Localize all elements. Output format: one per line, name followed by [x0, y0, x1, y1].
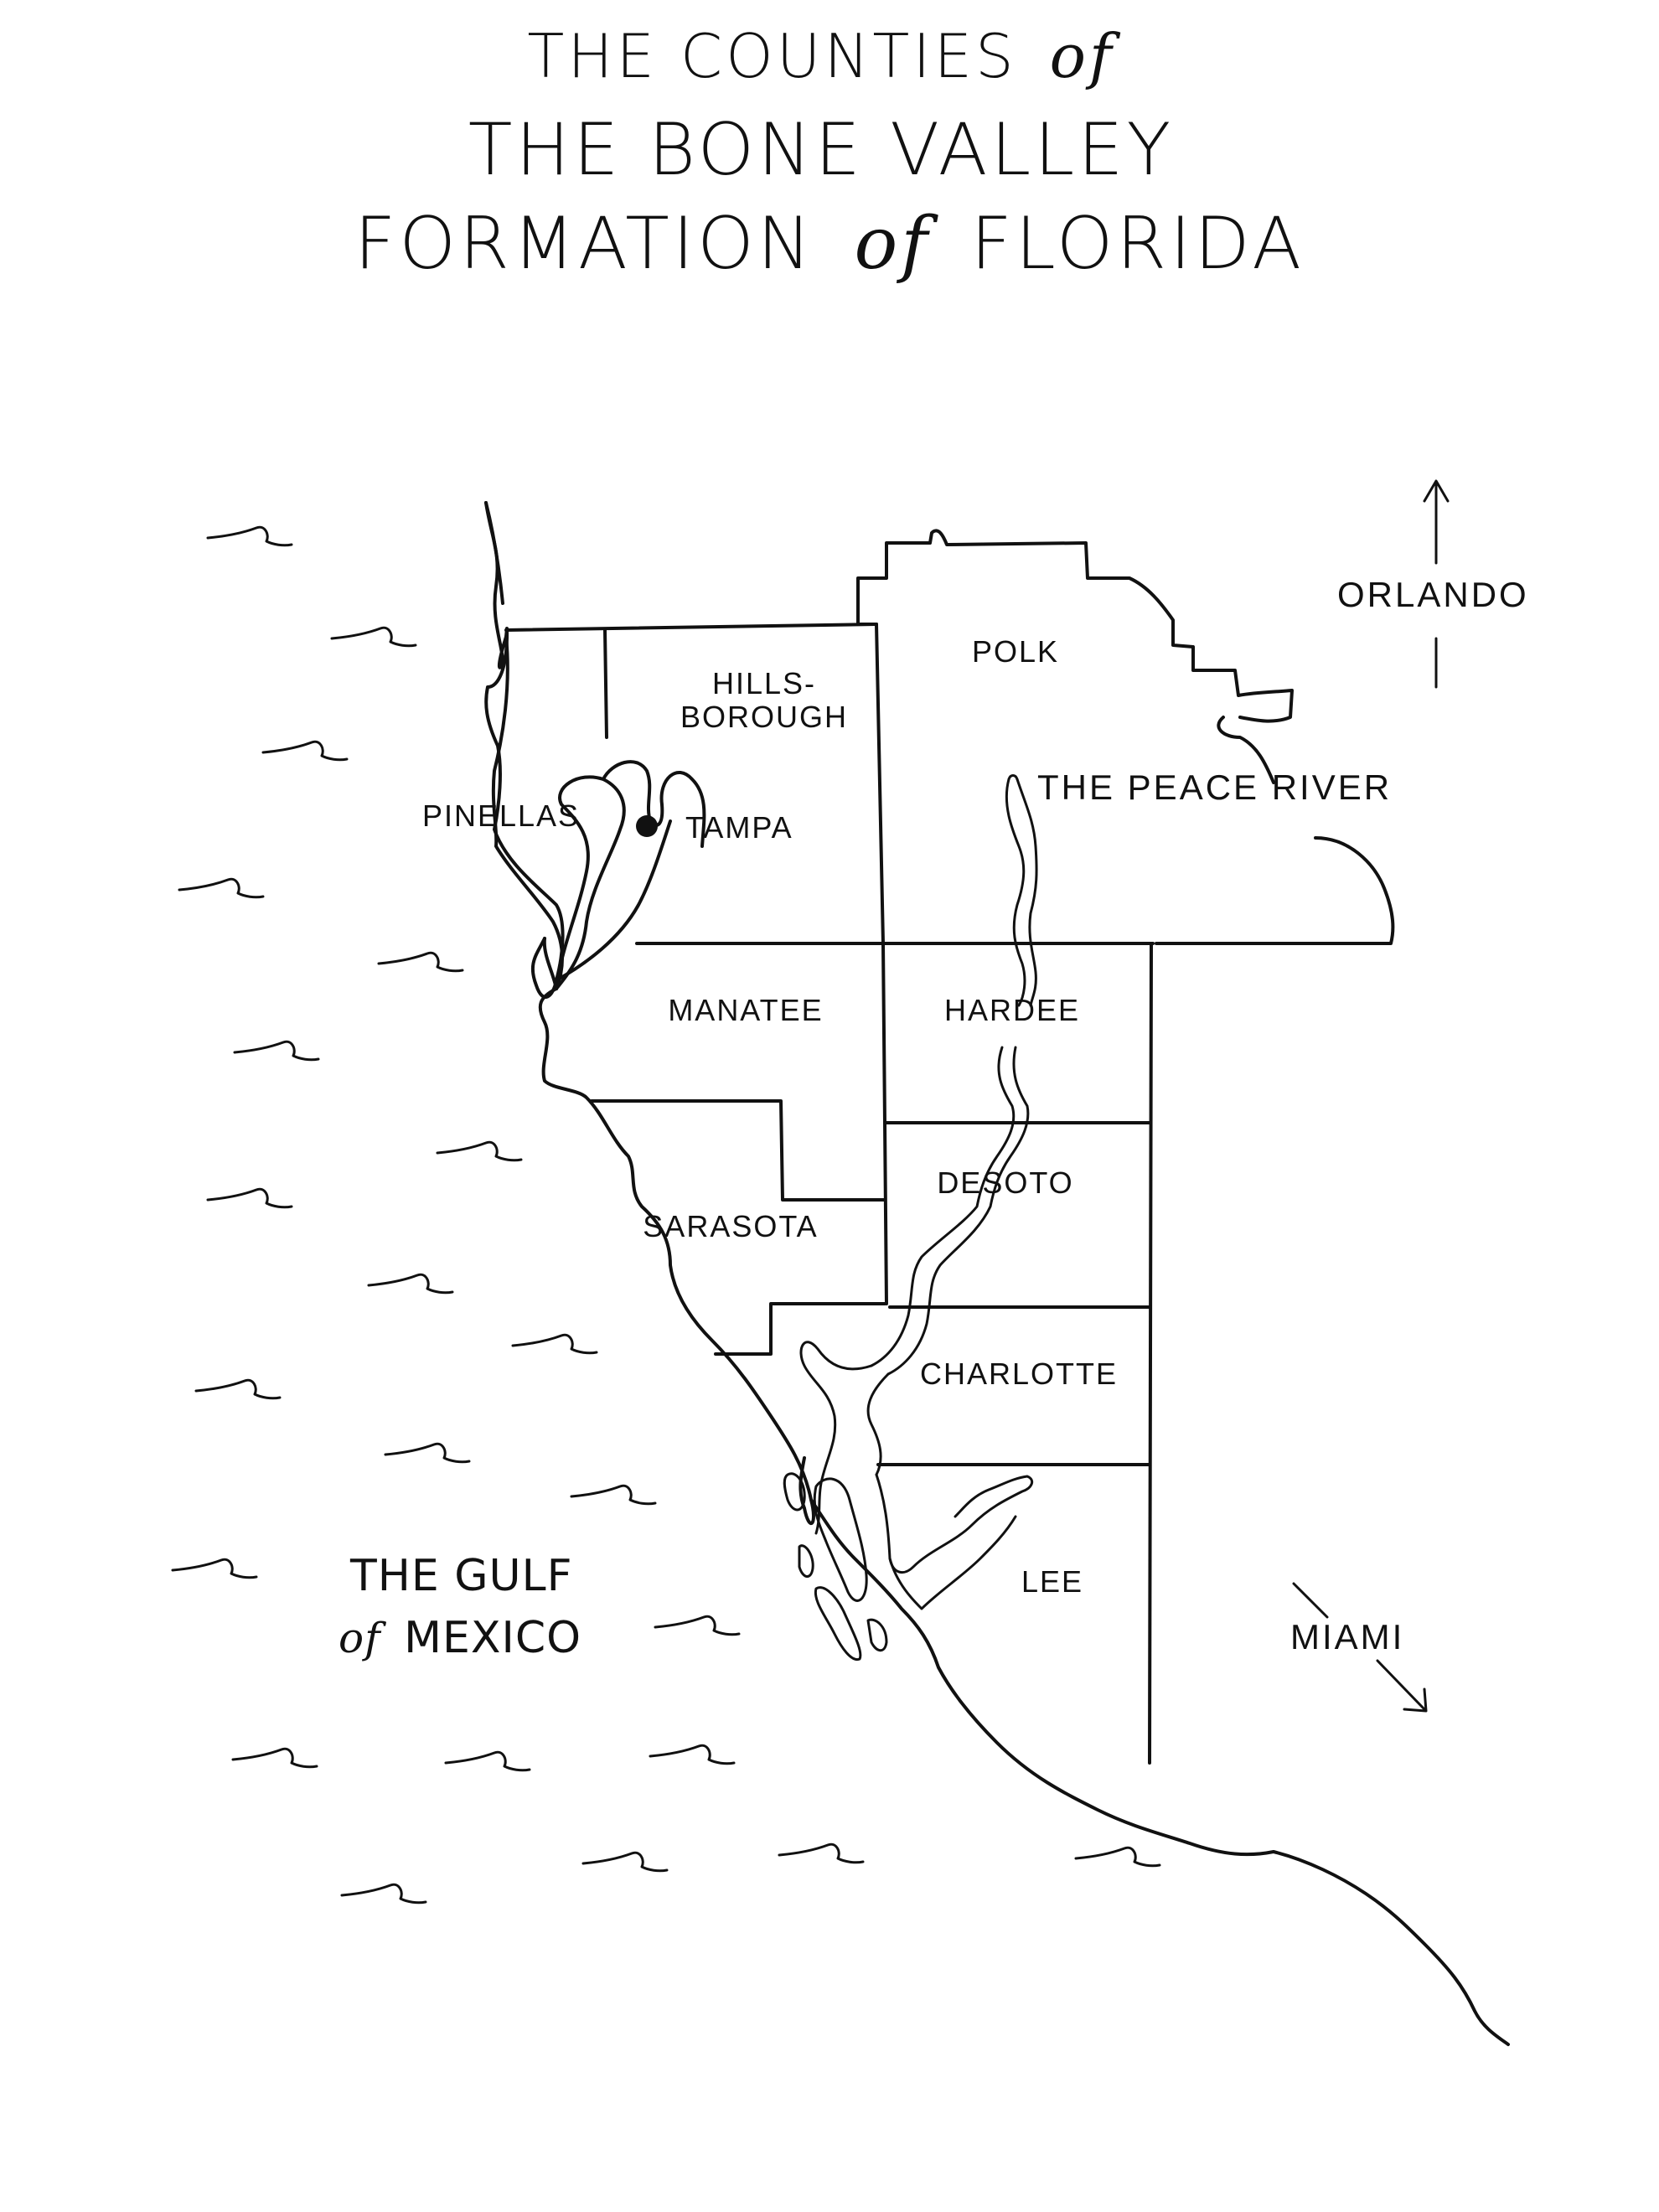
peace-river-and-harbors	[783, 774, 1038, 1662]
county-polk: POLK	[972, 634, 1059, 669]
wave-icon	[778, 1842, 865, 1864]
wave-icon	[340, 1883, 427, 1904]
svg-text:THE COUNTIES of: THE COUNTIES of	[527, 21, 1121, 91]
wave-icon	[261, 740, 349, 762]
wave-icon	[231, 1747, 318, 1769]
gulf-label-line1: THE GULF	[349, 1551, 573, 1601]
title-line2: THE BONE VALLEY	[468, 108, 1174, 192]
title-line3-b: FLORIDA	[970, 202, 1305, 286]
wave-icon	[330, 626, 417, 648]
city-tampa-label: TAMPA	[685, 810, 793, 845]
title-line1: THE COUNTIES	[527, 21, 1016, 91]
county-desoto: DESOTO	[937, 1165, 1073, 1200]
arrow-up-icon	[1423, 479, 1450, 689]
orlando-label: ORLANDO	[1337, 575, 1529, 614]
coastline	[484, 501, 1510, 2046]
title-line3-of: of	[854, 202, 938, 286]
county-hardee: HARDEE	[944, 993, 1080, 1027]
wave-icon	[384, 1442, 471, 1464]
map-title: THE COUNTIES of THE BONE VALLEY FORMATIO…	[354, 21, 1305, 286]
wave-icon	[649, 1744, 736, 1765]
county-hillsborough-line1: HILLS-	[712, 666, 816, 700]
county-sarasota: SARASOTA	[643, 1209, 818, 1243]
county-boundaries	[504, 529, 1395, 1765]
gulf-waves	[171, 525, 1161, 1904]
arrow-down-right-icon	[1292, 1582, 1428, 1713]
gulf-label-of: of	[339, 1614, 386, 1662]
title-line1-of: of	[1050, 21, 1121, 91]
svg-text:FORMATION of FLORI: FORMATION of FLORIDA	[354, 202, 1305, 286]
wave-icon	[367, 1273, 454, 1295]
miami-label: MIAMI	[1290, 1617, 1404, 1656]
svg-text:of MEXICO: of MEXICO	[339, 1613, 581, 1663]
wave-icon	[436, 1140, 523, 1162]
wave-icon	[581, 1851, 669, 1873]
wave-icon	[570, 1484, 657, 1506]
county-charlotte: CHARLOTTE	[920, 1357, 1118, 1391]
title-line3-a: FORMATION	[354, 202, 814, 286]
wave-icon	[233, 1040, 320, 1062]
county-hillsborough-line2: BOROUGH	[680, 700, 848, 734]
wave-icon	[1074, 1846, 1161, 1868]
wave-icon	[206, 525, 293, 547]
wave-icon	[171, 1558, 258, 1579]
wave-icon	[444, 1750, 531, 1772]
wave-icon	[377, 951, 464, 973]
gulf-label-line2: MEXICO	[404, 1613, 581, 1663]
wave-icon	[178, 877, 265, 899]
tampa-dot-icon	[636, 815, 658, 837]
county-pinellas: PINELLAS	[422, 798, 580, 833]
peace-river-label: THE PEACE RIVER	[1037, 767, 1392, 807]
wave-icon	[654, 1615, 741, 1636]
wave-icon	[511, 1333, 598, 1355]
wave-icon	[194, 1378, 282, 1400]
county-manatee: MANATEE	[668, 993, 823, 1027]
place-labels: TAMPA THE PEACE RIVER ORLANDO MIAMI THE …	[339, 575, 1529, 1663]
wave-icon	[206, 1187, 293, 1209]
county-labels: PINELLAS HILLS- BOROUGH POLK MANATEE HAR…	[422, 634, 1118, 1599]
county-lee: LEE	[1021, 1564, 1083, 1599]
